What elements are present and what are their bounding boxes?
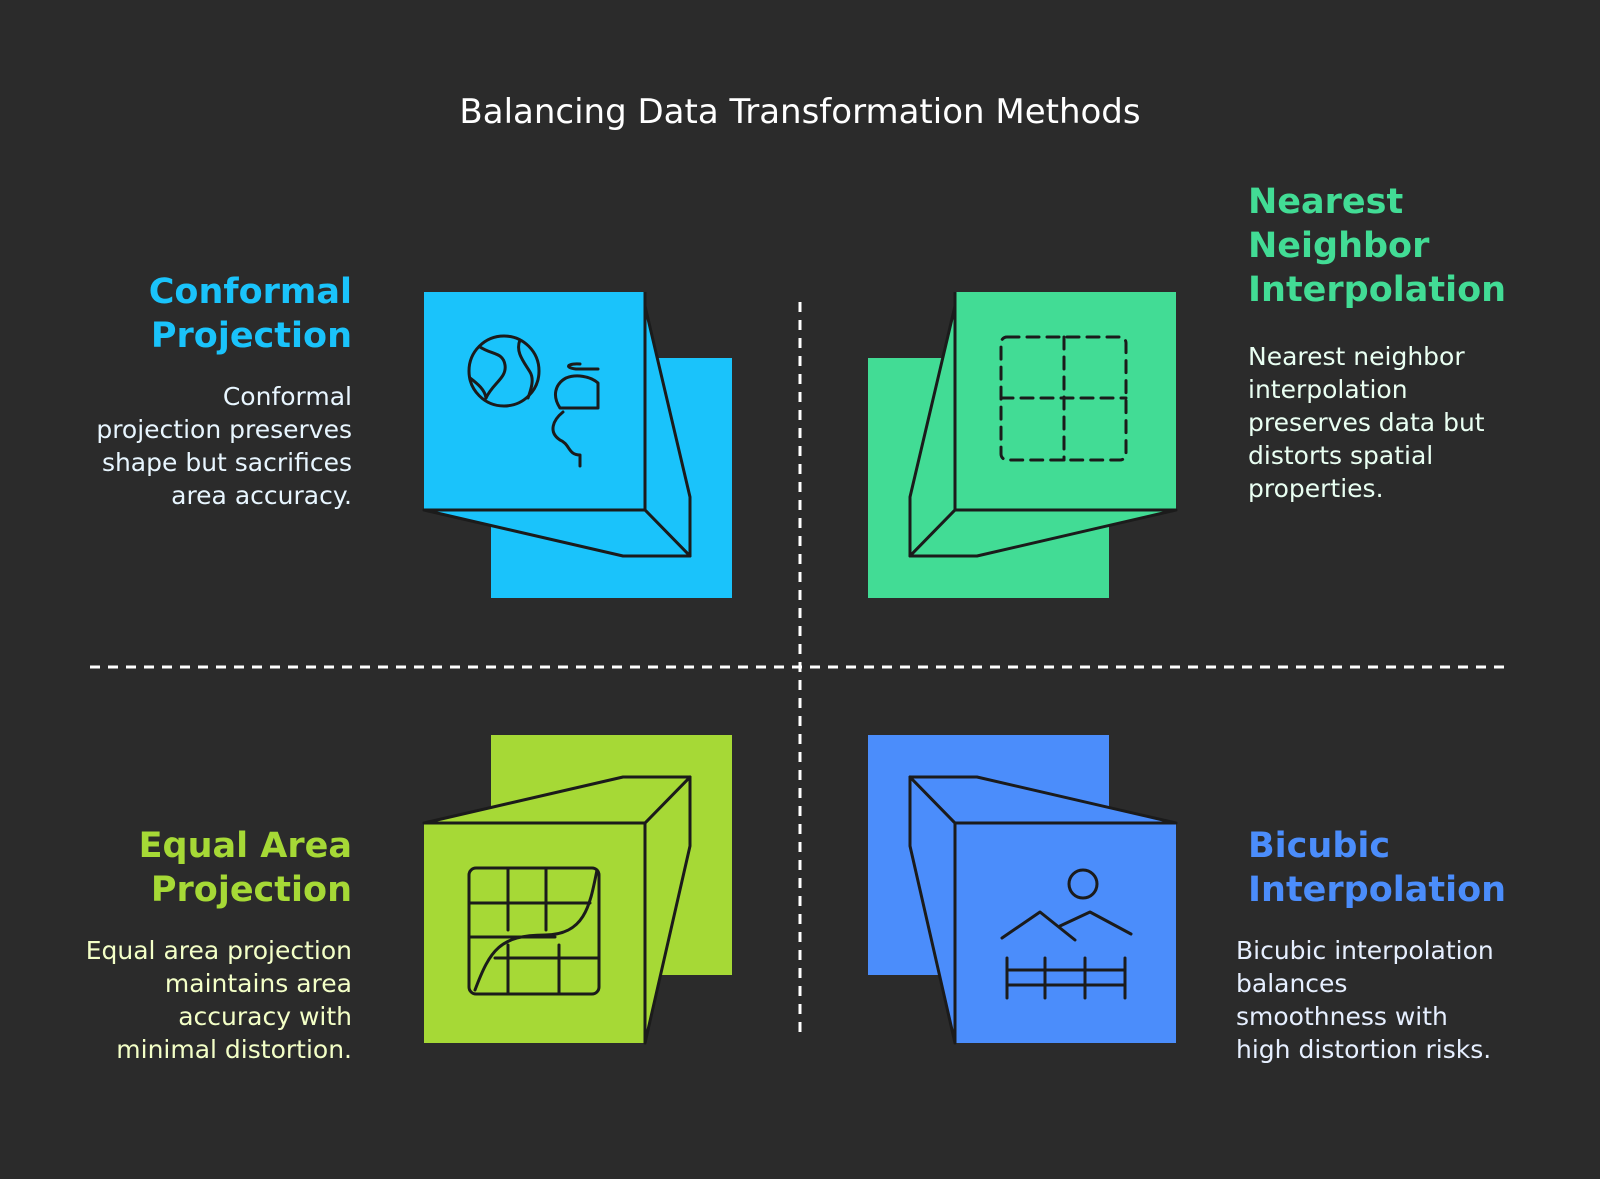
bicubic-description-line: balances [1236, 969, 1348, 998]
equal-area-description-line: minimal distortion. [116, 1035, 352, 1064]
equal-area-description-line: accuracy with [178, 1002, 352, 1031]
conformal-heading-line: Conformal [148, 272, 352, 312]
dashed-grid-icon [999, 335, 1128, 462]
bicubic-heading: Bicubic Interpolation [1248, 824, 1578, 912]
equal-area-heading-line: Projection [150, 870, 352, 910]
equal-area-card [422, 735, 732, 1045]
bicubic-description-line: Bicubic interpolation [1236, 936, 1494, 965]
page-title: Balancing Data Transformation Methods [459, 92, 1141, 132]
conformal-description-line: Conformal [222, 382, 352, 411]
equal-area-description-line: Equal area projection [85, 936, 352, 965]
nearest-card [868, 292, 1178, 598]
equal-area-description: Equal area projection maintains area acc… [0, 934, 352, 1066]
nearest-description-line: distorts spatial [1248, 441, 1434, 470]
nearest-heading-line: Nearest [1248, 182, 1404, 222]
conformal-description-line: projection preserves [96, 415, 352, 444]
nearest-description-line: interpolation [1248, 375, 1408, 404]
nearest-description-line: properties. [1248, 474, 1384, 503]
landscape-image-icon [1000, 868, 1133, 1000]
conformal-heading-line: Projection [150, 316, 352, 356]
map-grid-icon [467, 866, 601, 996]
conformal-heading: Conformal Projection [32, 270, 352, 358]
bicubic-card [868, 735, 1178, 1045]
equal-area-heading-line: Equal Area [138, 826, 352, 866]
nearest-heading-line: Interpolation [1248, 270, 1507, 310]
bicubic-heading-line: Interpolation [1248, 870, 1507, 910]
conformal-card [422, 292, 732, 598]
bicubic-description-line: smoothness with [1236, 1002, 1448, 1031]
equal-area-description-line: maintains area [164, 969, 352, 998]
nearest-heading-line: Neighbor [1248, 226, 1430, 266]
nearest-description-line: preserves data but [1248, 408, 1485, 437]
nearest-description: Nearest neighbor interpolation preserves… [1248, 340, 1578, 505]
equal-area-heading: Equal Area Projection [32, 824, 352, 912]
globe-face-icon [467, 334, 600, 468]
conformal-description-line: shape but sacrifices [101, 448, 352, 477]
nearest-heading: Nearest Neighbor Interpolation [1248, 180, 1578, 312]
conformal-description: Conformal projection preserves shape but… [0, 380, 352, 512]
conformal-description-line: area accuracy. [171, 481, 352, 510]
bicubic-description: Bicubic interpolation balances smoothnes… [1236, 934, 1576, 1066]
bicubic-heading-line: Bicubic [1248, 826, 1391, 866]
nearest-description-line: Nearest neighbor [1248, 342, 1465, 371]
bicubic-description-line: high distortion risks. [1236, 1035, 1492, 1064]
